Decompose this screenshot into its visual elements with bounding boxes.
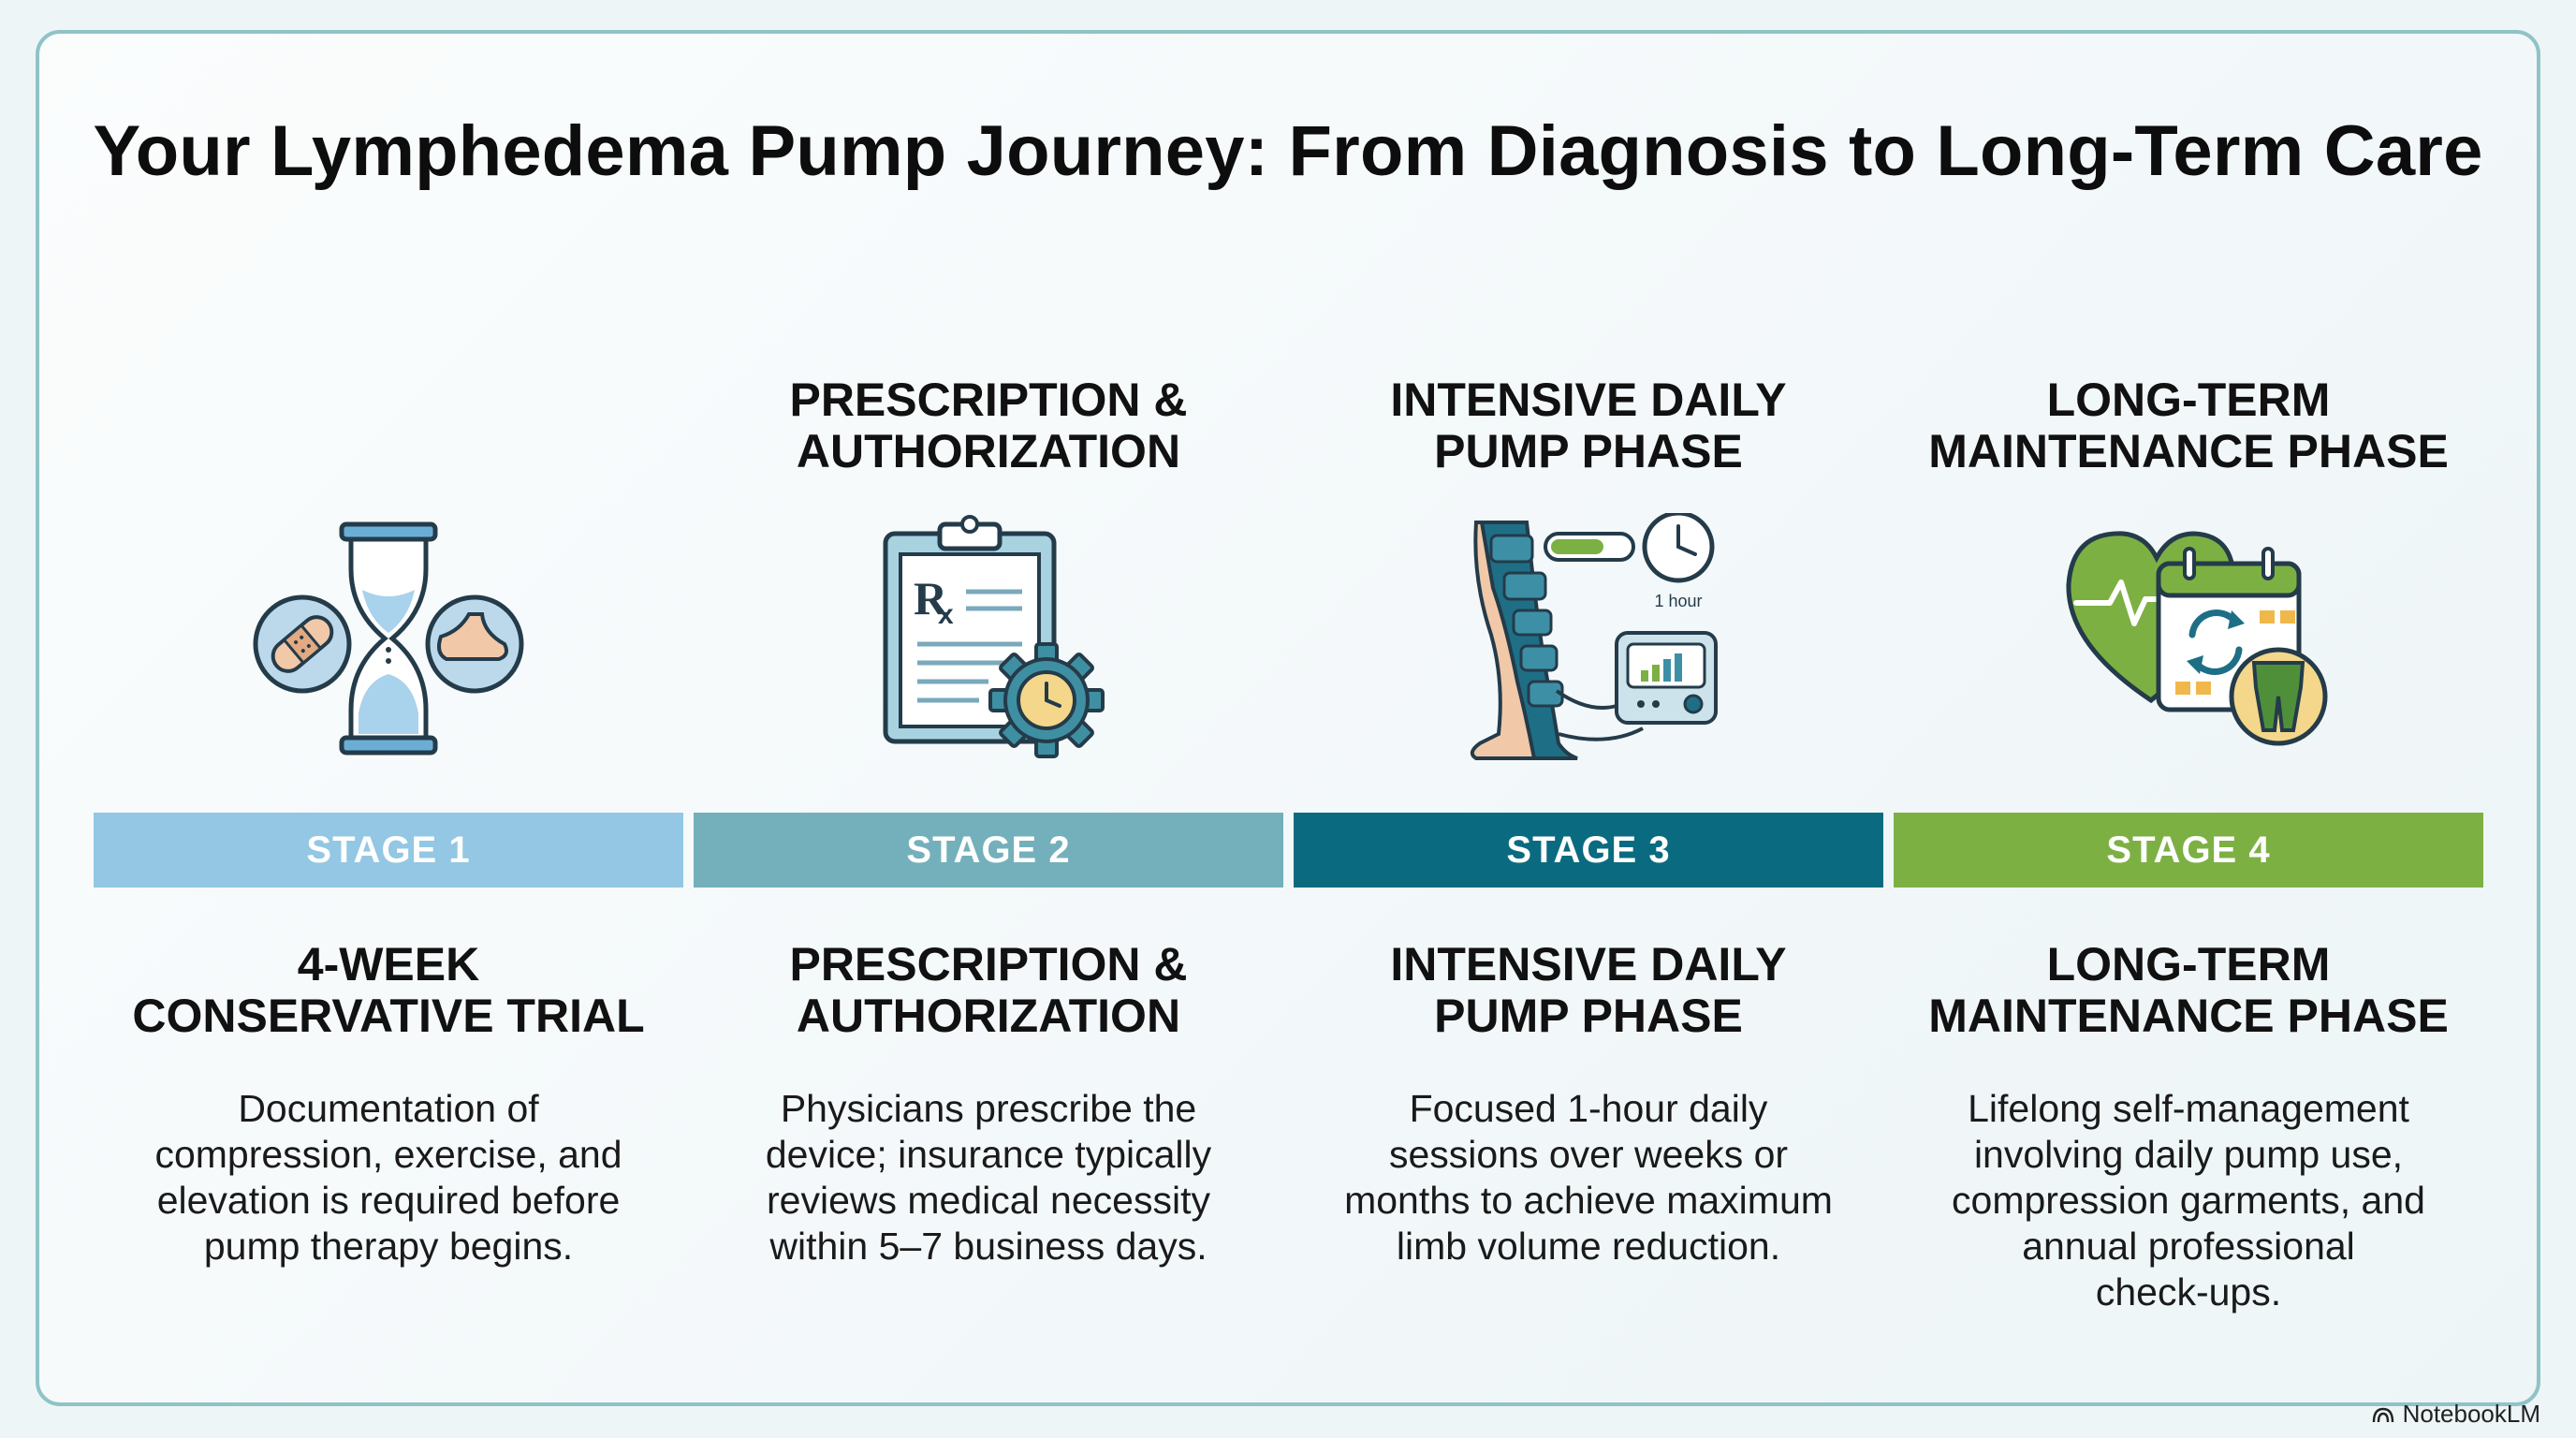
clock-duration-label: 1 hour [1654, 592, 1702, 610]
infographic-frame [36, 30, 2540, 1406]
stage-3-description: Focused 1-hour daily sessions over weeks… [1344, 1087, 1833, 1268]
svg-text:R: R [914, 572, 948, 624]
stage-4-heading: LONG-TERM MAINTENANCE PHASE [1928, 938, 2449, 1042]
stage-2-description: Physicians prescribe the device; insuran… [765, 1087, 1212, 1268]
notebooklm-logo-icon [2372, 1407, 2393, 1422]
hourglass-bandage-foot-icon [248, 513, 529, 766]
stage-1-heading: 4-WEEK CONSERVATIVE TRIAL [132, 938, 645, 1042]
stage-1-bar: STAGE 1 [94, 813, 683, 888]
stage-3-top-heading: INTENSIVE DAILY PUMP PHASE [1390, 374, 1787, 477]
page-title: Your Lymphedema Pump Journey: From Diagn… [93, 111, 2483, 191]
heart-calendar-garment-icon [2048, 513, 2329, 766]
stage-3-heading: INTENSIVE DAILY PUMP PHASE [1390, 938, 1787, 1042]
watermark-text: NotebookLM [2402, 1400, 2540, 1428]
stage-2-top-heading: PRESCRIPTION & AUTHORIZATION [789, 374, 1188, 477]
svg-text:x: x [938, 599, 954, 630]
notebooklm-watermark: NotebookLM [2371, 1400, 2540, 1429]
stage-4-description: Lifelong self-management involving daily… [1952, 1087, 2425, 1313]
stage-2-bar: STAGE 2 [694, 813, 1283, 888]
stage-1-description: Documentation of compression, exercise, … [154, 1087, 622, 1268]
prescription-clipboard-gear-icon: R x [848, 513, 1129, 766]
leg-pump-clock-icon: 1 hour [1448, 513, 1729, 766]
stage-3-bar: STAGE 3 [1294, 813, 1883, 888]
stage-4-bar: STAGE 4 [1894, 813, 2483, 888]
stage-2-heading: PRESCRIPTION & AUTHORIZATION [789, 938, 1188, 1042]
stage-4-top-heading: LONG-TERM MAINTENANCE PHASE [1928, 374, 2449, 477]
